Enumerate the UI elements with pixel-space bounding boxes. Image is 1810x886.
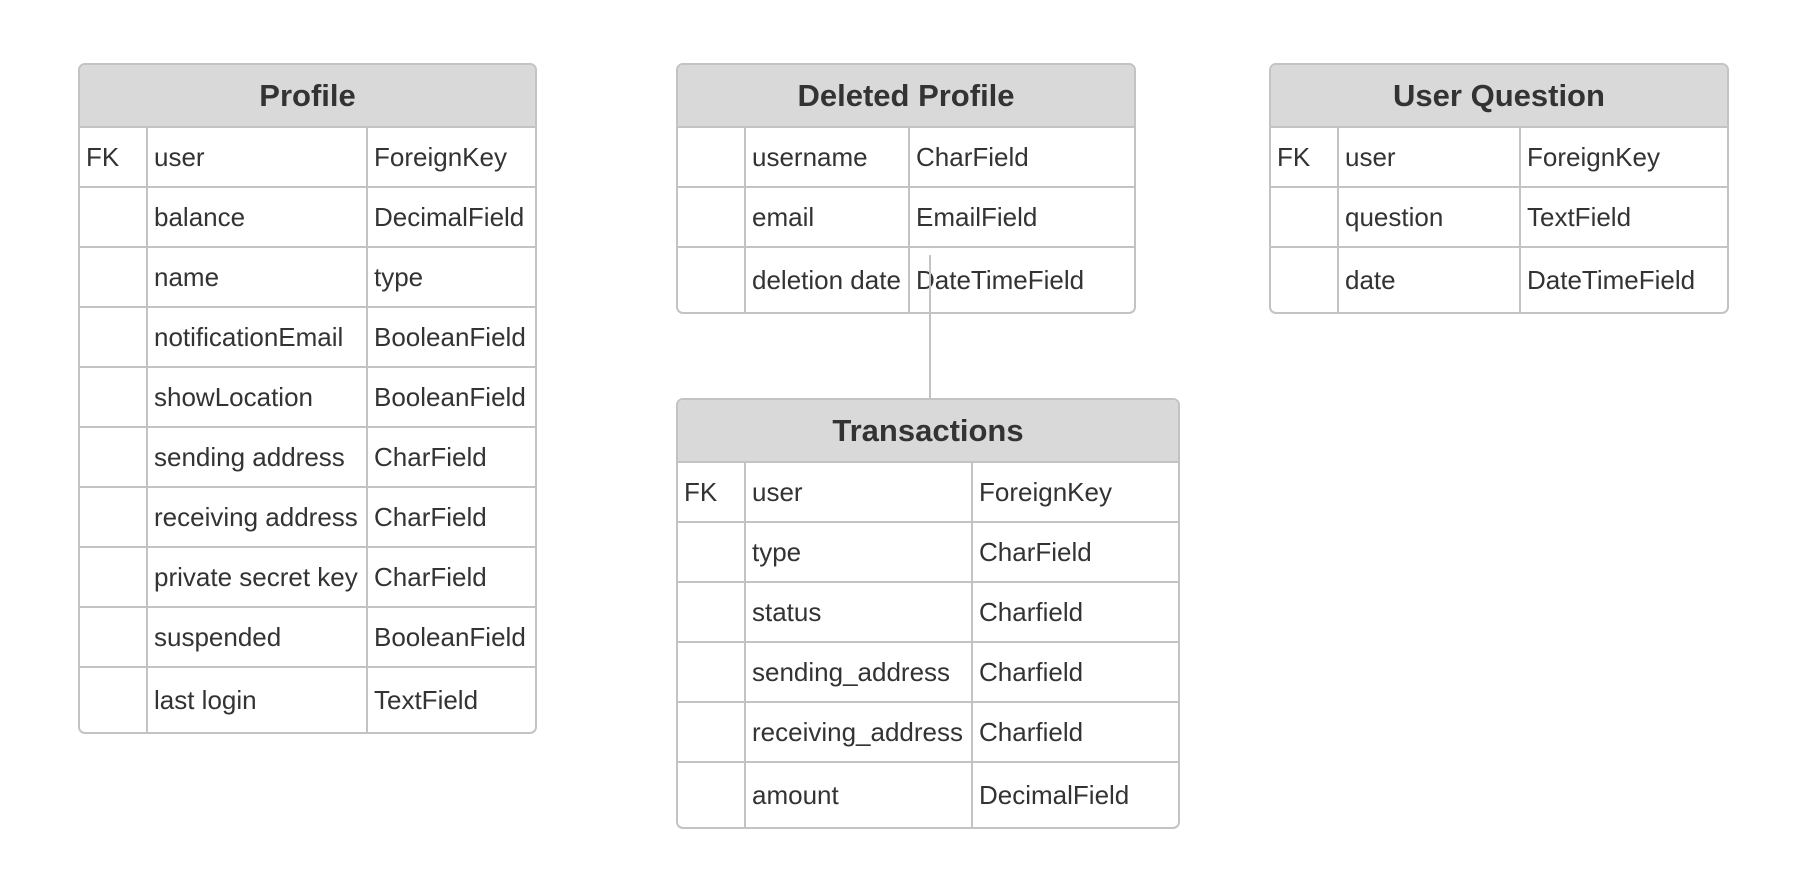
key-cell	[80, 548, 148, 606]
field-type-cell: CharField	[979, 536, 1092, 567]
field-name-cell: notificationEmail	[148, 308, 368, 366]
field-name-cell: receiving_address	[746, 703, 973, 761]
table-row: name type	[80, 248, 535, 308]
table-row: last login TextField	[80, 668, 535, 732]
field-name-cell: suspended	[148, 608, 368, 666]
table-row: notificationEmail BooleanField	[80, 308, 535, 368]
field-type-cell: type	[374, 261, 424, 292]
key-cell	[678, 643, 746, 701]
key-cell	[1271, 188, 1339, 246]
table-row: suspended BooleanField	[80, 608, 535, 668]
field-type-cell: ForeignKey	[979, 476, 1112, 507]
key-cell	[80, 668, 148, 732]
field-name-cell: sending address	[148, 428, 368, 486]
field-type-cell: DateTimeField	[916, 264, 1085, 295]
key-cell	[80, 488, 148, 546]
key-cell	[80, 368, 148, 426]
field-type-cell: DateTimeField	[1527, 264, 1696, 295]
field-name-cell: username	[746, 128, 910, 186]
table-row: showLocation BooleanField	[80, 368, 535, 428]
field-type-cell: CharField	[374, 441, 487, 472]
entity-deleted-profile: Deleted Profile username CharField email…	[676, 63, 1136, 314]
table-row: FK user ForeignKey	[80, 128, 535, 188]
key-cell: FK	[678, 463, 746, 521]
field-name-cell: private secret key	[148, 548, 368, 606]
key-cell: FK	[80, 128, 148, 186]
field-name-cell: receiving address	[148, 488, 368, 546]
field-name-cell: showLocation	[148, 368, 368, 426]
key-cell	[80, 248, 148, 306]
key-cell	[80, 428, 148, 486]
key-cell	[678, 703, 746, 761]
field-name-cell: user	[746, 463, 973, 521]
field-type-cell: DecimalField	[374, 201, 525, 232]
field-name-cell: balance	[148, 188, 368, 246]
table-row: balance DecimalField	[80, 188, 535, 248]
table-row: FK user ForeignKey	[1271, 128, 1727, 188]
table-row: FK user ForeignKey	[678, 463, 1178, 523]
field-type-cell: EmailField	[916, 201, 1038, 232]
key-cell: FK	[1271, 128, 1339, 186]
table-row: status Charfield	[678, 583, 1178, 643]
field-type-cell: Charfield	[979, 596, 1084, 627]
table-row: deletion date DateTimeField	[678, 248, 1134, 312]
field-type-cell: BooleanField	[374, 381, 526, 412]
field-name-cell: amount	[746, 763, 973, 827]
field-name-cell: question	[1339, 188, 1521, 246]
key-cell	[80, 608, 148, 666]
field-type-cell: BooleanField	[374, 621, 526, 652]
table-row: email EmailField	[678, 188, 1134, 248]
field-type-cell: TextField	[374, 684, 479, 715]
field-type-cell: TextField	[1527, 201, 1632, 232]
entity-title: Profile	[80, 65, 535, 128]
key-cell	[1271, 248, 1339, 312]
table-row: receiving address CharField	[80, 488, 535, 548]
entity-title: Transactions	[678, 400, 1178, 463]
key-cell	[80, 308, 148, 366]
field-name-cell: status	[746, 583, 973, 641]
field-name-cell: type	[746, 523, 973, 581]
entity-user-question: User Question FK user ForeignKey questio…	[1269, 63, 1729, 314]
key-cell	[678, 188, 746, 246]
entity-title: Deleted Profile	[678, 65, 1134, 128]
key-cell	[678, 583, 746, 641]
field-type-cell: BooleanField	[374, 321, 526, 352]
field-name-cell: last login	[148, 668, 368, 732]
field-type-cell: ForeignKey	[1527, 141, 1660, 172]
field-type-cell: Charfield	[979, 716, 1084, 747]
key-cell	[80, 188, 148, 246]
field-name-cell: user	[1339, 128, 1521, 186]
field-name-cell: email	[746, 188, 910, 246]
entity-transactions: Transactions FK user ForeignKey type Cha…	[676, 398, 1180, 829]
field-name-cell: name	[148, 248, 368, 306]
field-name-cell: user	[148, 128, 368, 186]
table-row: question TextField	[1271, 188, 1727, 248]
entity-title: User Question	[1271, 65, 1727, 128]
field-type-cell: CharField	[916, 141, 1029, 172]
key-cell	[678, 128, 746, 186]
field-name-cell: sending_address	[746, 643, 973, 701]
field-name-cell: deletion date	[746, 248, 910, 312]
key-cell	[678, 763, 746, 827]
field-type-cell: Charfield	[979, 656, 1084, 687]
field-type-cell: DecimalField	[979, 779, 1130, 810]
table-row: username CharField	[678, 128, 1134, 188]
table-row: sending address CharField	[80, 428, 535, 488]
key-cell	[678, 248, 746, 312]
table-row: date DateTimeField	[1271, 248, 1727, 312]
field-name-cell: date	[1339, 248, 1521, 312]
entity-profile: Profile FK user ForeignKey balance Decim…	[78, 63, 537, 734]
field-type-cell: CharField	[374, 501, 487, 532]
table-row: type CharField	[678, 523, 1178, 583]
table-row: amount DecimalField	[678, 763, 1178, 827]
field-type-cell: CharField	[374, 561, 487, 592]
field-type-cell: ForeignKey	[374, 141, 507, 172]
table-row: receiving_address Charfield	[678, 703, 1178, 763]
table-row: sending_address Charfield	[678, 643, 1178, 703]
table-row: private secret key CharField	[80, 548, 535, 608]
key-cell	[678, 523, 746, 581]
